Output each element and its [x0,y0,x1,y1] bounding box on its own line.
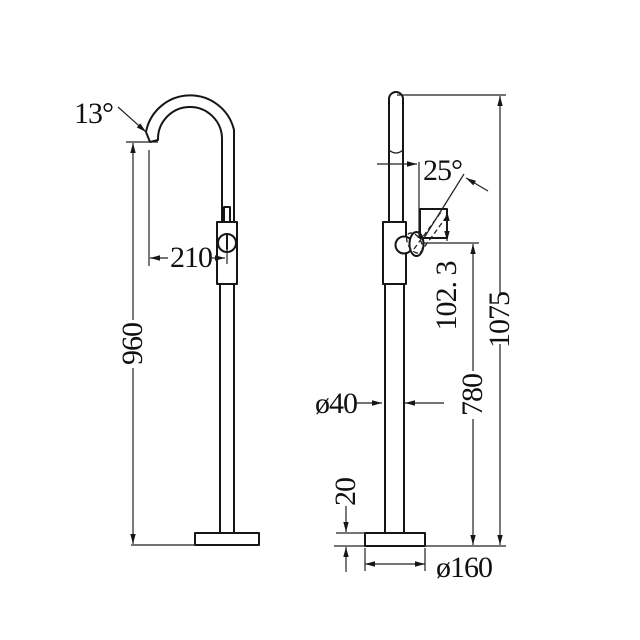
handle-angle-leader [465,177,489,192]
handle-angle-label: 25° [423,154,462,187]
spout-joint-seam [388,149,404,154]
mixer-body-front [216,221,238,285]
handle-angle-slope-line [423,173,465,239]
base-plate-side [364,532,426,547]
spout-reach-label: 210 [170,241,212,274]
spout-outlet-height-label: 960 [116,323,149,365]
column-diameter-label: ø40 [315,387,357,420]
spout-angle-leader [117,106,147,133]
gooseneck-spout-outline [145,94,235,223]
overall-height-label: 1075 [483,292,516,348]
dimension-lines [117,94,506,572]
base-plate-front [194,532,260,546]
base-diameter-label: ø160 [436,551,492,584]
handle-height-label: 780 [456,374,489,416]
side-view-handle-elevation [364,91,448,547]
spout-tube-side-outline [388,91,404,223]
handle-travel-label: 102. 3 [430,262,463,331]
dimension-labels: 13° 210 960 25° 102. 3 1075 780 ø40 20 ø… [74,97,516,584]
spout-angle-label: 13° [74,97,113,130]
handle-lever-end-on [223,206,231,223]
front-view-spout-elevation [145,94,260,546]
base-thickness-label: 20 [329,478,362,506]
